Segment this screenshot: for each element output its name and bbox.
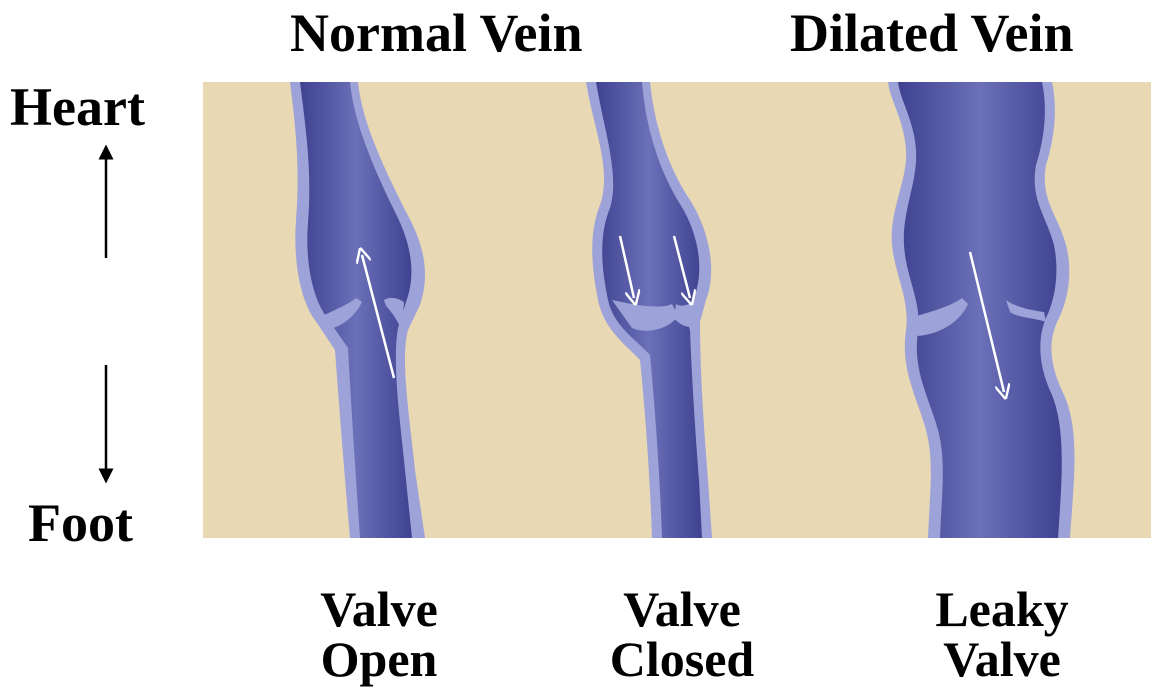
heart-label: Heart — [10, 80, 145, 134]
caption-line-1: Valve — [552, 584, 812, 634]
caption-line-2: Closed — [552, 634, 812, 684]
caption-line-1: Leaky — [872, 584, 1132, 634]
caption-line-2: Valve — [872, 634, 1132, 684]
caption-line-1: Valve — [249, 584, 509, 634]
foot-label: Foot — [28, 496, 133, 550]
caption-valve-closed: Valve Closed — [552, 584, 812, 684]
dilated-vein-title: Dilated Vein — [790, 6, 1074, 60]
caption-leaky-valve: Leaky Valve — [872, 584, 1132, 684]
caption-valve-open: Valve Open — [249, 584, 509, 684]
caption-line-2: Open — [249, 634, 509, 684]
normal-vein-title: Normal Vein — [290, 6, 583, 60]
